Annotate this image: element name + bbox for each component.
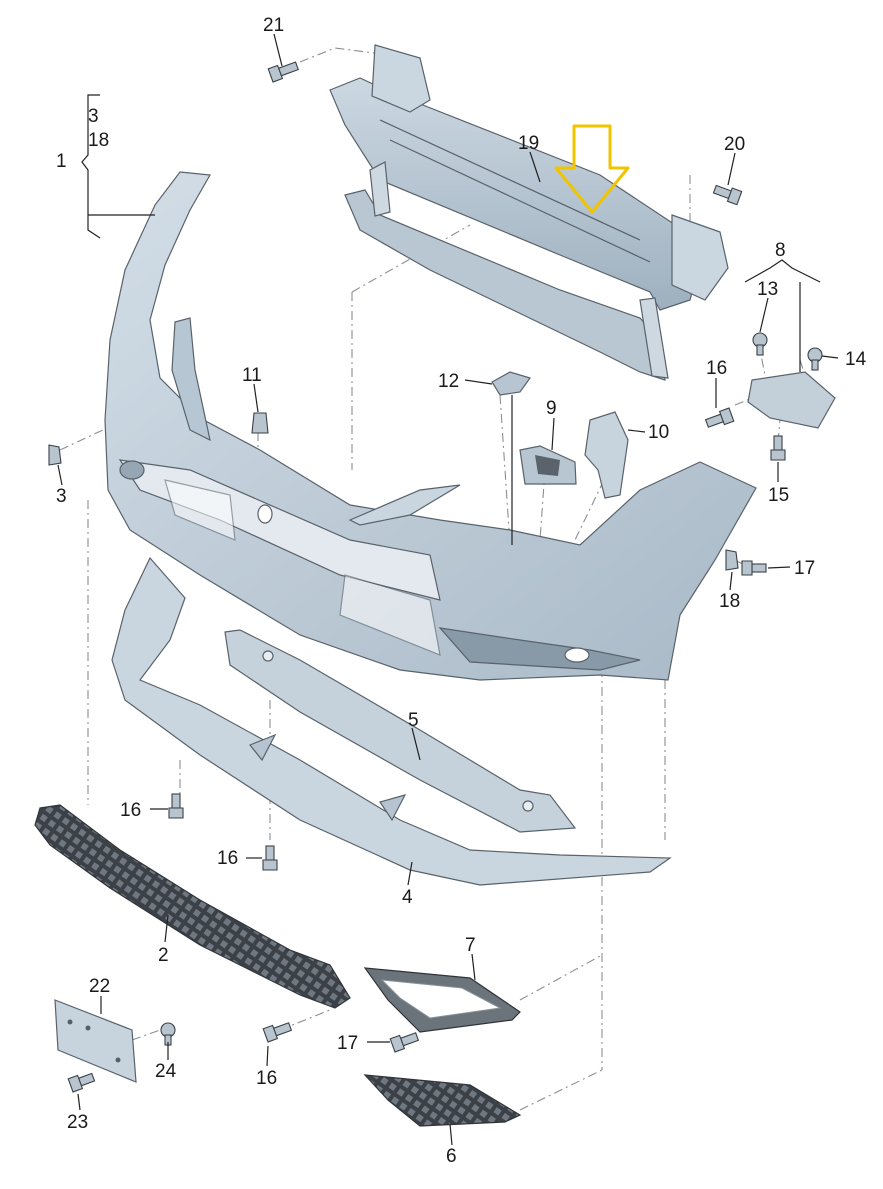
callout-3-left: 3: [56, 486, 67, 507]
fasteners: [48, 61, 823, 1093]
callout-16-mid: 16: [217, 848, 238, 869]
leader-lines: [57, 33, 839, 1146]
callout-16-bottom: 16: [256, 1068, 277, 1089]
callout-7: 7: [465, 935, 476, 956]
down-arrow-icon: [554, 124, 630, 214]
callout-17-right: 17: [794, 558, 815, 579]
callout-21: 21: [263, 15, 284, 36]
trim-frame-part: [363, 967, 521, 1033]
callout-16-right: 16: [706, 358, 727, 379]
callout-6: 6: [446, 1146, 457, 1167]
group-bracket-1: [81, 94, 101, 239]
callout-23: 23: [67, 1112, 88, 1133]
callout-8: 8: [775, 240, 786, 261]
callout-4: 4: [402, 887, 413, 908]
callout-18-right: 18: [719, 591, 740, 612]
callout-22: 22: [89, 976, 110, 997]
callout-19: 19: [518, 133, 539, 154]
lower-grille-part: [34, 804, 351, 1009]
callout-10: 10: [648, 422, 669, 443]
plate-holder-part: [54, 999, 137, 1083]
callout-15: 15: [768, 485, 789, 506]
callout-2: 2: [158, 945, 169, 966]
callout-11: 11: [242, 365, 262, 386]
small-parts: [491, 371, 836, 499]
spoiler-part: [111, 556, 672, 886]
callout-16-left: 16: [120, 800, 141, 821]
group-bracket-8: [744, 259, 821, 283]
callout-24: 24: [155, 1061, 177, 1082]
callout-5: 5: [408, 710, 419, 731]
callout-14: 14: [845, 349, 867, 370]
bumper-cover-part: [104, 171, 757, 681]
callout-1: 1: [56, 151, 67, 172]
callout-18-top: 18: [88, 130, 109, 151]
callout-labels: 1 3 18 21 19 20 8 13 14 12 16 11 9 10 3 …: [56, 15, 867, 1167]
bracket-part: [224, 629, 577, 833]
callout-20: 20: [724, 134, 745, 155]
fog-grille-part: [363, 1074, 522, 1127]
impact-beam-part: [329, 44, 729, 381]
callout-17-bottom: 17: [337, 1033, 358, 1054]
callout-9: 9: [546, 398, 557, 419]
dashed-leader-lines: [59, 47, 811, 1111]
callout-12: 12: [438, 371, 459, 392]
callout-13: 13: [757, 279, 778, 300]
callout-3-top: 3: [88, 106, 99, 127]
